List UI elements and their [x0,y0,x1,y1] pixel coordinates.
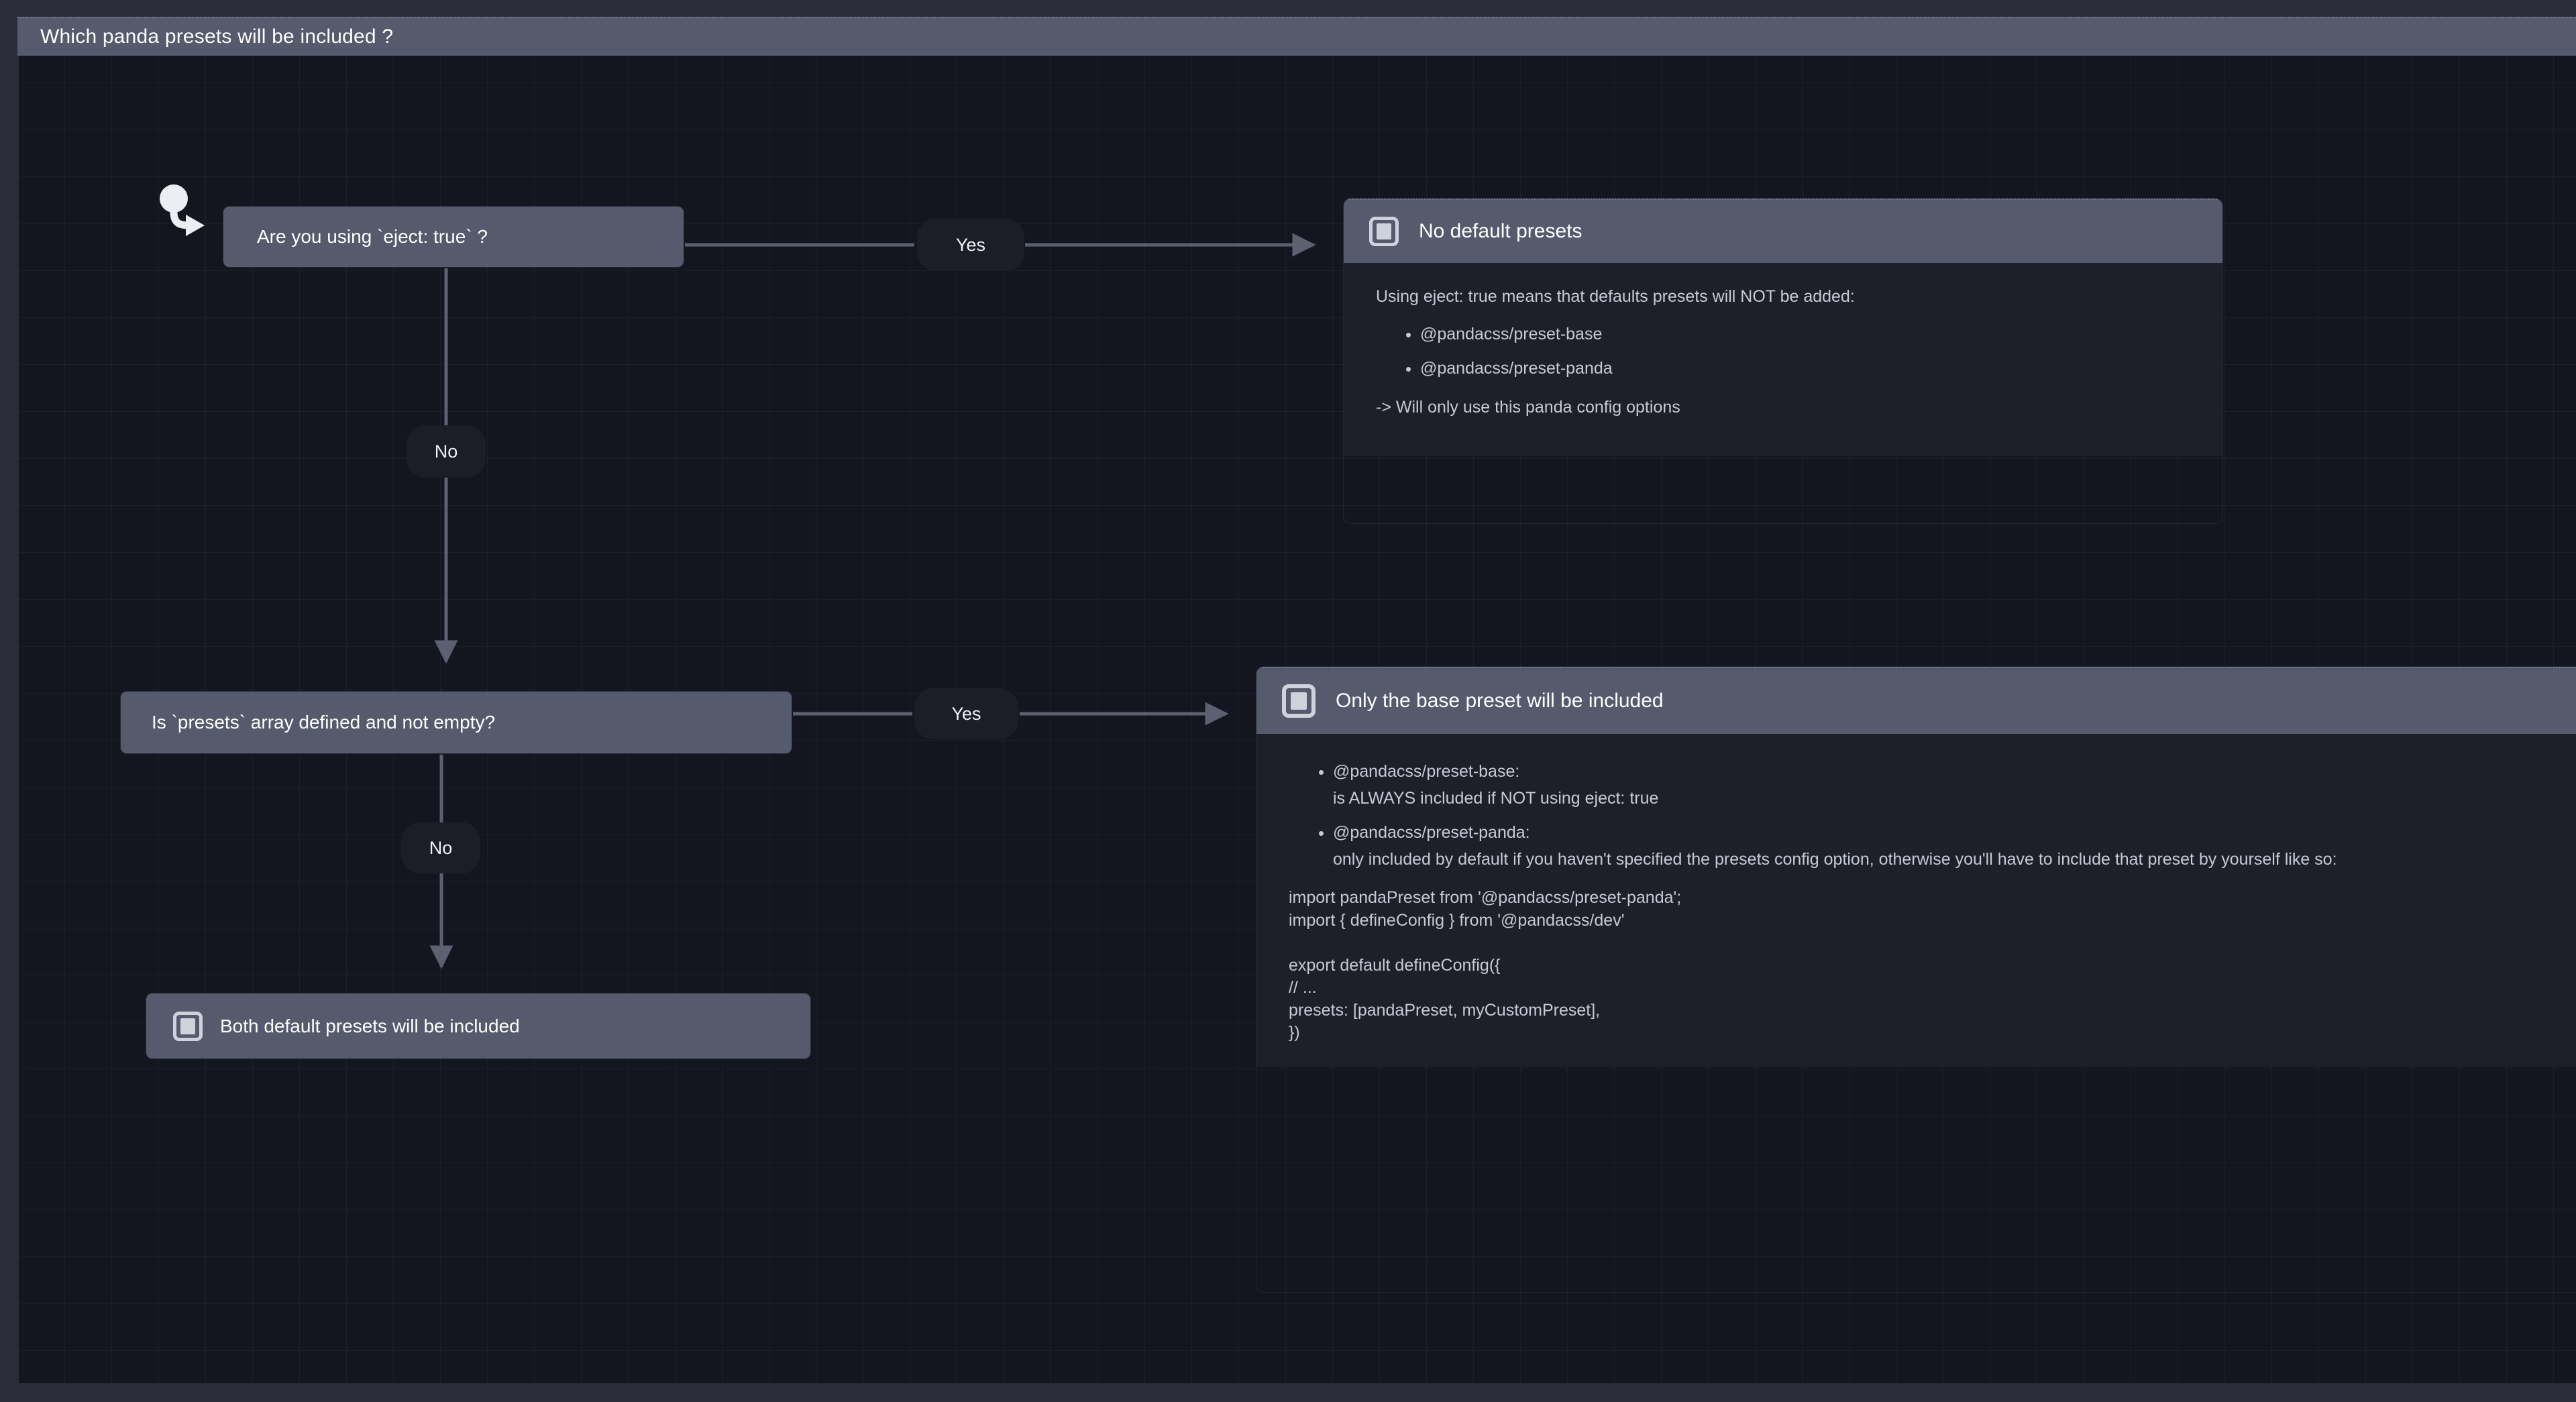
decision-node-eject[interactable]: Are you using `eject: true` ? [223,207,684,267]
flow-header-banner: Which panda presets will be included ? [17,17,2576,56]
list-item: @pandacss/preset-base [1420,323,2193,346]
list-item: @pandacss/preset-panda: only included by… [1333,822,2565,871]
note-panel-no-default-presets-body: Using eject: true means that defaults pr… [1344,263,2222,456]
list-item: @pandacss/preset-base: is ALWAYS include… [1333,761,2565,810]
preset-list: @pandacss/preset-base: is ALWAYS include… [1289,761,2565,871]
note-panel-base-preset[interactable]: Only the base preset will be included @p… [1256,667,2576,1292]
edge-label-yes-presets: Yes [914,688,1018,739]
page-title: Which panda presets will be included ? [40,25,394,48]
code-snippet: import pandaPreset from '@pandacss/prese… [1289,888,1682,1042]
edge-label-no-presets: No [401,822,480,873]
edge-label-yes-eject: Yes [917,219,1024,271]
note-icon [1282,684,1316,718]
outcome-node-both-presets[interactable]: Both default presets will be included [146,993,810,1059]
note-intro-text: Using eject: true means that defaults pr… [1376,287,1855,306]
flow-canvas[interactable]: Are you using `eject: true` ? Is `preset… [19,17,2576,1383]
decision-node-presets-label: Is `presets` array defined and not empty… [152,712,496,733]
note-panel-base-preset-body: @pandacss/preset-base: is ALWAYS include… [1256,734,2576,1067]
note-outro-text: -> Will only use this panda config optio… [1376,397,1680,417]
note-panel-base-preset-title: Only the base preset will be included [1336,690,1664,712]
note-panel-no-default-presets-title: No default presets [1419,220,1582,242]
note-icon [1369,217,1399,246]
note-icon [173,1011,203,1041]
outcome-node-both-presets-label: Both default presets will be included [220,1015,520,1036]
preset-detail: only included by default if you haven't … [1333,849,2337,869]
decision-node-presets[interactable]: Is `presets` array defined and not empty… [121,692,792,753]
start-circle-arrow-icon [160,184,205,236]
preset-name: @pandacss/preset-panda: [1333,823,1530,842]
note-panel-base-preset-header: Only the base preset will be included [1256,667,2576,734]
preset-name: @pandacss/preset-base: [1333,762,1520,781]
list-item: @pandacss/preset-panda [1420,358,2193,380]
edge-label-no-eject: No [407,425,486,478]
decision-node-eject-label: Are you using `eject: true` ? [257,226,488,247]
preset-list: @pandacss/preset-base @pandacss/preset-p… [1376,323,2193,380]
note-panel-no-default-presets-header: No default presets [1344,199,2222,263]
note-panel-no-default-presets[interactable]: No default presets Using eject: true mea… [1344,199,2222,523]
preset-detail: is ALWAYS included if NOT using eject: t… [1333,788,1659,808]
